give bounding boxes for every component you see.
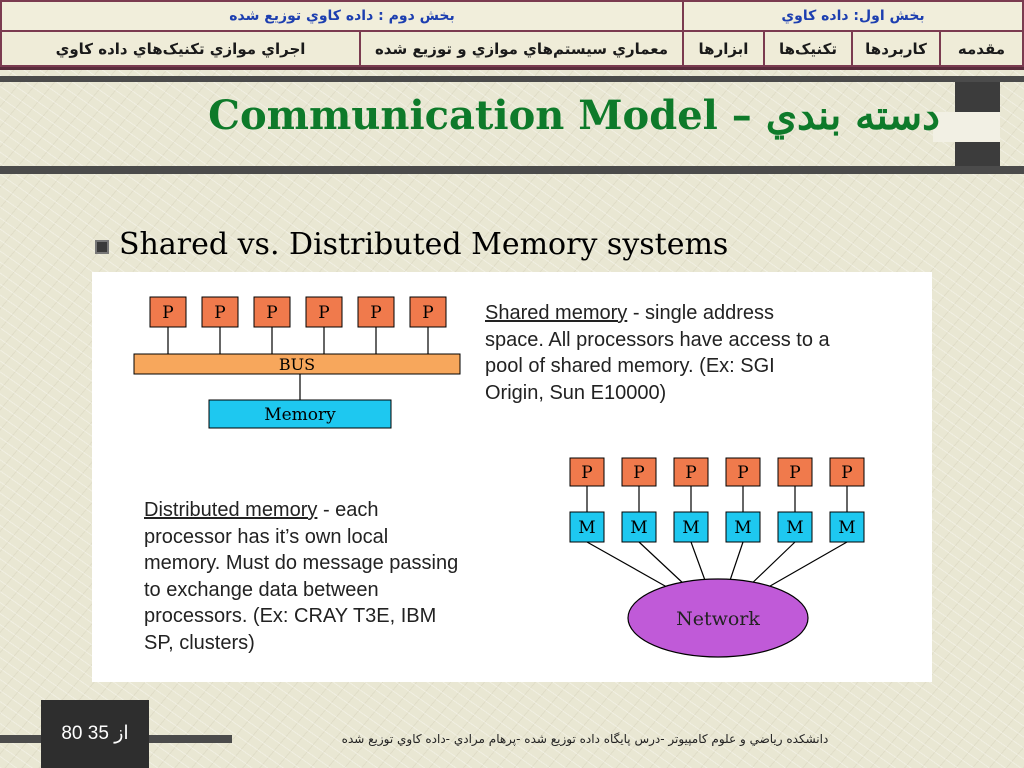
dist-processor	[569, 457, 605, 487]
shared-processor-label: P	[162, 303, 173, 323]
dist-processor-label: P	[685, 463, 696, 483]
square-bullet-icon	[95, 240, 109, 254]
dist-processor-label: P	[789, 463, 800, 483]
dist-processor-label: P	[633, 463, 644, 483]
slide-title: Communication Model – دسته بندي	[150, 92, 940, 139]
shared-processor	[409, 296, 447, 328]
shared-memory-box	[208, 399, 392, 429]
dist-processor	[829, 457, 865, 487]
dist-processor-label: P	[581, 463, 592, 483]
nav-tab-techniques[interactable]: تكنيک‌ها	[763, 30, 851, 67]
network-link	[586, 541, 673, 591]
nav-sections: بخش اول: داده كاوي بخش دوم : داده كاوي ت…	[0, 0, 1024, 30]
title-rule-top	[0, 76, 1024, 82]
bus-bar	[133, 353, 461, 375]
page-indicator-box	[41, 700, 149, 768]
dist-memory	[777, 511, 813, 543]
title-rule-bottom	[0, 166, 1024, 174]
dist-processor	[673, 457, 709, 487]
nav-tab-parallel-execution[interactable]: اجراي موازي تكنيک‌هاي داده كاوي	[0, 30, 359, 67]
shared-processor-label: P	[266, 303, 277, 323]
bus-label: BUS	[279, 355, 315, 374]
nav-section-2[interactable]: بخش دوم : داده كاوي توزيع شده	[0, 0, 682, 30]
dist-memory	[621, 511, 657, 543]
dist-memory-label: M	[838, 518, 855, 538]
slide-title-en: Communication Model –	[208, 92, 752, 139]
dist-memory-label: M	[734, 518, 751, 538]
page-current: 35	[87, 723, 109, 744]
distributed-memory-description: Distributed memory - each processor has …	[144, 499, 459, 654]
dist-processor	[621, 457, 657, 487]
shared-memory-description: Shared memory - single address space. Al…	[485, 302, 830, 404]
network-link	[762, 541, 848, 591]
nav-section-1[interactable]: بخش اول: داده كاوي	[682, 0, 1024, 30]
shared-processor	[305, 296, 343, 328]
network-ellipse	[627, 578, 809, 658]
dist-processor-label: P	[841, 463, 852, 483]
dist-memory-label: M	[786, 518, 803, 538]
nav-tab-tools[interactable]: ابزارها	[682, 30, 763, 67]
shared-processor-label: P	[422, 303, 433, 323]
dist-memory-label: M	[682, 518, 699, 538]
dist-memory	[829, 511, 865, 543]
nav-tab-intro[interactable]: مقدمه	[939, 30, 1024, 67]
page-total: 80	[61, 723, 83, 744]
dist-memory-label: M	[578, 518, 595, 538]
dist-memory	[725, 511, 761, 543]
nav-topics: مقدمه كاربردها تكنيک‌ها ابزارها معماري س…	[0, 30, 1024, 70]
slide-title-fa: دسته بندي	[765, 92, 940, 139]
nav-tab-architecture[interactable]: معماري سيستم‌هاي موازي و توزيع شده	[359, 30, 682, 67]
shared-processor	[357, 296, 395, 328]
dist-memory	[569, 511, 605, 543]
shared-processor	[149, 296, 187, 328]
page-indicator: 80 از 35	[41, 722, 149, 745]
shared-processor	[201, 296, 239, 328]
shared-processor-label: P	[370, 303, 381, 323]
shared-processor	[253, 296, 291, 328]
shared-memory-label: Memory	[264, 405, 336, 425]
title-decoration-inner	[933, 112, 1000, 142]
nav-tab-applications[interactable]: كاربردها	[851, 30, 939, 67]
dist-processor	[777, 457, 813, 487]
dist-processor	[725, 457, 761, 487]
bullet-text: Shared vs. Distributed Memory systems	[119, 226, 729, 262]
page-separator: از	[114, 723, 129, 744]
shared-memory-term: Shared memory	[485, 302, 628, 324]
dist-memory-label: M	[630, 518, 647, 538]
bullet-item: Shared vs. Distributed Memory systems	[95, 224, 728, 264]
network-label: Network	[676, 608, 760, 630]
shared-processor-label: P	[318, 303, 329, 323]
dist-processor-label: P	[737, 463, 748, 483]
dist-memory	[673, 511, 709, 543]
distributed-memory-term: Distributed memory	[144, 499, 318, 521]
shared-processor-label: P	[214, 303, 225, 323]
footer-text: دانشكده رياضي و علوم كامپيوتر -درس پايگا…	[341, 732, 829, 746]
